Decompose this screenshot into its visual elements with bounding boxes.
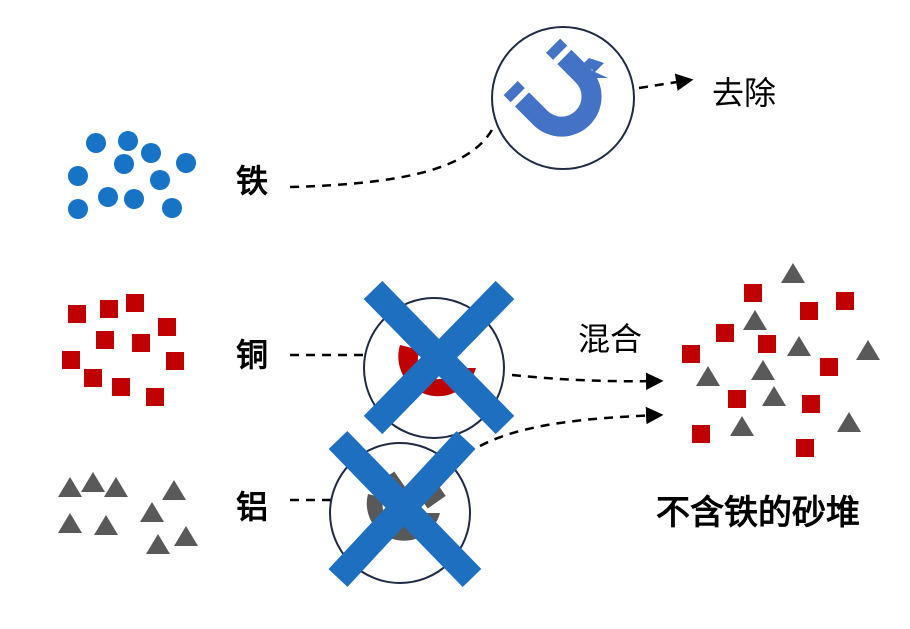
aluminum-particle	[94, 515, 118, 535]
aluminum-particle	[781, 263, 805, 283]
aluminum-particle	[174, 526, 198, 546]
aluminum-particle	[751, 360, 775, 380]
iron-particle	[86, 133, 106, 153]
iron-particle	[141, 143, 161, 163]
aluminum-particles	[58, 472, 198, 554]
copper-particle	[692, 425, 710, 443]
aluminum-particle	[162, 480, 186, 500]
cross-out-icon	[328, 430, 482, 588]
iron-particle	[162, 198, 182, 218]
aluminum-magnet-node	[328, 430, 482, 588]
cross-out-icon	[363, 280, 515, 435]
copper-particle	[802, 395, 820, 413]
aluminum-particle	[146, 534, 170, 554]
copper-particle	[166, 352, 184, 370]
copper-particle	[132, 334, 150, 352]
remove-arrow	[638, 73, 694, 91]
aluminum-particle	[762, 386, 786, 406]
iron-particle	[114, 154, 134, 174]
aluminum-particle	[58, 477, 82, 497]
mixed-pile	[682, 263, 880, 457]
aluminum-particle	[856, 340, 880, 360]
iron-particle	[118, 131, 138, 151]
aluminum-particle	[104, 477, 128, 497]
copper-particle	[100, 300, 118, 318]
iron-particle	[176, 153, 196, 173]
iron-to-magnet-connector	[289, 127, 495, 189]
aluminum-particle	[730, 416, 754, 436]
copper-particle	[112, 378, 130, 396]
copper-particle	[820, 358, 838, 376]
aluminum-particle	[696, 366, 720, 386]
copper-particle	[744, 284, 762, 302]
iron-particles	[68, 131, 196, 219]
magnet-separator	[491, 26, 635, 170]
aluminum-particle	[58, 513, 82, 533]
copper-particle	[716, 324, 734, 342]
copper-to-pile-arrow	[511, 372, 664, 391]
iron-particle	[68, 199, 88, 219]
copper-particle	[728, 390, 746, 408]
copper-particles	[62, 294, 184, 406]
copper-particle	[68, 305, 86, 323]
iron-particle	[98, 187, 118, 207]
iron-particle	[150, 170, 170, 190]
copper-particle	[158, 318, 176, 336]
iron-label: 铁	[236, 162, 268, 200]
iron-particle	[124, 189, 144, 209]
copper-particle	[84, 369, 102, 387]
copper-particle	[836, 292, 854, 310]
aluminum-particle	[743, 310, 767, 330]
aluminum-particle	[837, 412, 861, 432]
copper-particle	[682, 345, 700, 363]
mix-label: 混合	[578, 320, 642, 358]
copper-particle	[758, 335, 776, 353]
result-label: 不含铁的砂堆	[656, 493, 860, 533]
copper-particle	[800, 302, 818, 320]
spark-icon	[581, 58, 608, 78]
remove-label: 去除	[712, 74, 776, 112]
aluminum-particle	[787, 336, 811, 356]
aluminum-particle	[140, 502, 164, 522]
copper-particle	[96, 331, 114, 349]
copper-particle	[796, 439, 814, 457]
iron-particle	[68, 166, 88, 186]
copper-label: 铜	[236, 336, 268, 374]
aluminum-label: 铝	[236, 488, 268, 526]
aluminum-particle	[81, 472, 105, 492]
copper-particle	[62, 351, 80, 369]
magnet-icon	[503, 38, 602, 137]
aluminum-to-pile-arrow	[479, 406, 664, 448]
copper-particle	[146, 388, 164, 406]
copper-particle	[126, 294, 144, 312]
copper-magnet-node	[363, 280, 515, 439]
